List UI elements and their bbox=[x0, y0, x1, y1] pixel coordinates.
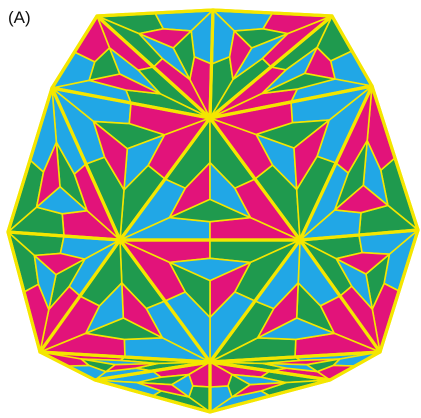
capsid-facets bbox=[8, 10, 418, 412]
